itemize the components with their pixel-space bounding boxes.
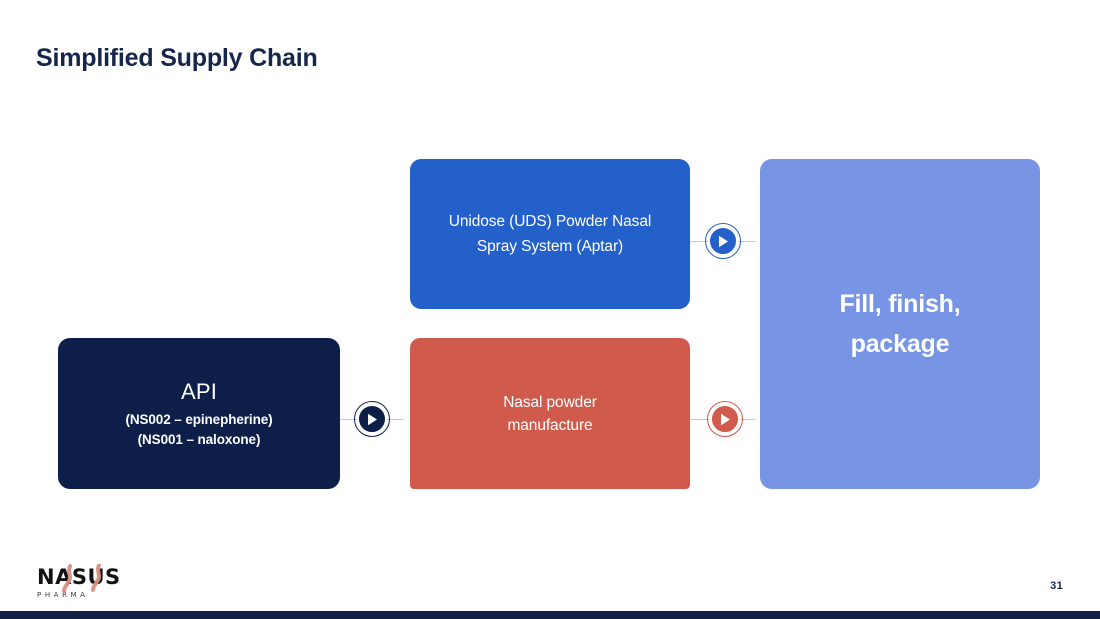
flow-node-api[interactable]: API (NS002 – epinepherine) (NS001 – nalo…: [58, 338, 340, 489]
connector-arrow-button-unidose[interactable]: [705, 223, 741, 259]
nasus-pharma-logo: NASUS PHARMA: [37, 564, 121, 604]
logo-wordmark: NASUS: [37, 565, 121, 589]
connector-line-right: [738, 240, 756, 242]
connector-arrow-button-powder[interactable]: [707, 401, 743, 437]
play-arrow-icon: [367, 413, 377, 425]
connector-line-left: [690, 418, 710, 420]
flow-node-nasal-powder[interactable]: Nasal powder manufacture: [410, 338, 690, 489]
footer-accent-bar: [0, 611, 1100, 619]
connector-ring: [354, 401, 390, 437]
connector-arrow-button-api[interactable]: [354, 401, 390, 437]
flow-node-fill-finish-package[interactable]: Fill, finish, package: [760, 159, 1040, 489]
connector-ring: [705, 223, 741, 259]
flow-node-nasal-powder-line-1: Nasal powder: [503, 393, 597, 411]
flow-node-api-title: API: [180, 378, 218, 404]
play-arrow-icon: [720, 413, 730, 425]
flow-node-api-subline-2: (NS001 – naloxone): [137, 431, 261, 447]
logo-subtext: PHARMA: [37, 591, 89, 599]
connector-api-to-nasal-powder: [340, 401, 404, 437]
connector-line-right: [387, 418, 404, 420]
connector-line-right: [740, 418, 756, 420]
play-arrow-icon: [718, 235, 728, 247]
page-number: 31: [1050, 580, 1063, 592]
flow-node-fill-finish-package-line-1: Fill, finish,: [839, 290, 961, 318]
connector-line-left: [340, 418, 357, 420]
flow-node-nasal-powder-line-2: manufacture: [507, 416, 593, 434]
connector-unidose-to-fill: [690, 223, 756, 259]
flow-node-fill-finish-package-line-2: package: [850, 330, 950, 358]
flow-node-unidose[interactable]: Unidose (UDS) Powder Nasal Spray System …: [410, 159, 690, 309]
connector-ring: [707, 401, 743, 437]
flow-node-unidose-line-1: Unidose (UDS) Powder Nasal: [448, 213, 652, 230]
page-title: Simplified Supply Chain: [36, 44, 318, 72]
flow-node-unidose-line-2: Spray System (Aptar): [476, 238, 624, 255]
connector-line-left: [690, 240, 708, 242]
flow-node-api-subline-1: (NS002 – epinepherine): [125, 411, 273, 427]
connector-nasal-powder-to-fill: [690, 401, 756, 437]
